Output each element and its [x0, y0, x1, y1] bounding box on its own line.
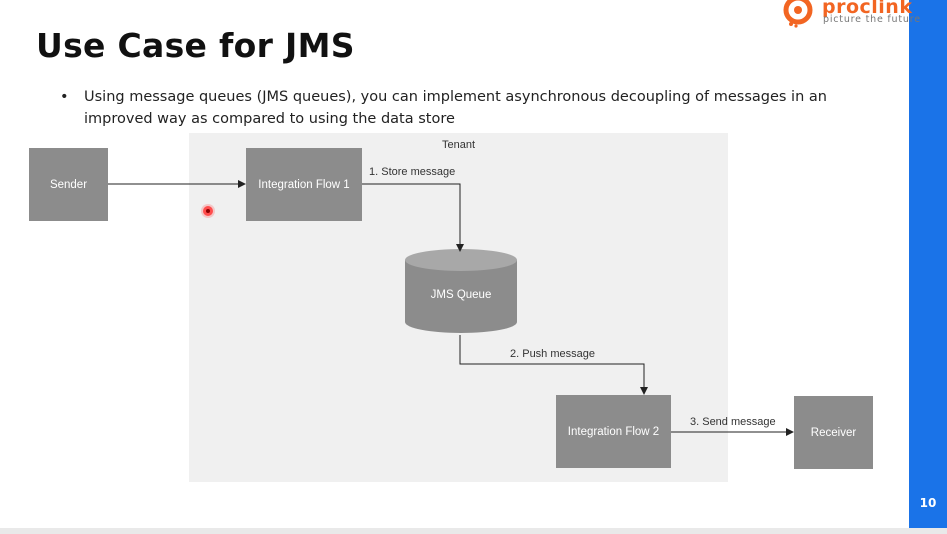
bullet-text: Using message queues (JMS queues), you c… [84, 89, 827, 127]
sender-label: Sender [49, 178, 88, 191]
logo-wordmark: proclink [822, 0, 913, 18]
tenant-label: Tenant [441, 139, 476, 151]
receiver-label: Receiver [810, 426, 857, 439]
push-message-label: 2. Push message [510, 348, 595, 360]
store-message-arrow [362, 183, 464, 252]
integration-flow-2-label: Integration Flow 2 [567, 425, 660, 438]
page-number: 10 [919, 496, 937, 510]
logo-mark-icon [783, 0, 813, 28]
brand-logo: proclink picture the future [782, 0, 920, 28]
slide-accent-bar [909, 0, 947, 528]
jms-queue-label: JMS Queue [430, 289, 492, 301]
store-message-label: 1. Store message [369, 166, 456, 178]
receiver-node: Receiver [794, 396, 873, 469]
bullet-dot-icon: • [60, 89, 69, 105]
integration-flow-1-label: Integration Flow 1 [258, 178, 350, 191]
logo-tagline: picture the future [823, 14, 921, 25]
sender-node: Sender [29, 148, 108, 221]
bottom-strip [0, 528, 947, 534]
laser-pointer-icon [203, 206, 213, 216]
integration-flow-2-node: Integration Flow 2 [556, 395, 671, 468]
push-message-arrow [459, 335, 648, 395]
integration-flow-1-node: Integration Flow 1 [246, 148, 362, 221]
slide-title: Use Case for JMS [36, 26, 355, 65]
jms-queue-node [405, 249, 517, 333]
diagram-connectors [108, 180, 794, 436]
send-message-label: 3. Send message [690, 416, 776, 428]
